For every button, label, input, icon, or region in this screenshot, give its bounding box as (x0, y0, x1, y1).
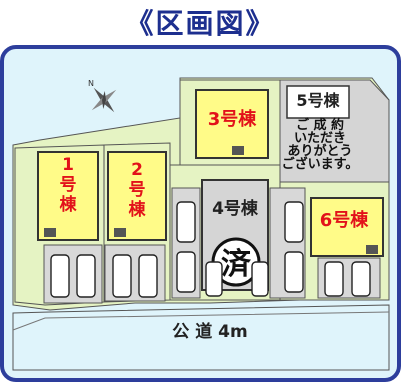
lot-3[interactable]: 3号棟 (195, 89, 269, 159)
lot-6[interactable]: 6号棟 (310, 197, 384, 257)
north-arrow-icon: N (88, 79, 117, 113)
road-label: 公 道 4m (172, 321, 247, 342)
lot-4-label: 4号棟 (212, 198, 259, 219)
lot-5-note: ご 成 約いただきありがとうございます。 (282, 117, 359, 172)
lot-5[interactable]: 5号棟 ご 成 約いただきありがとうございます。 (279, 79, 390, 183)
lot-3-label: 3号棟 (208, 108, 258, 130)
page-title: 《区画図》 (125, 7, 276, 40)
lot-6-label: 6号棟 (320, 209, 370, 231)
road (12, 304, 390, 371)
svg-text:済: 済 (221, 247, 252, 282)
lot-5-label: 5号棟 (296, 91, 340, 110)
svg-text:N: N (88, 79, 94, 88)
parking-spaces (50, 201, 371, 298)
